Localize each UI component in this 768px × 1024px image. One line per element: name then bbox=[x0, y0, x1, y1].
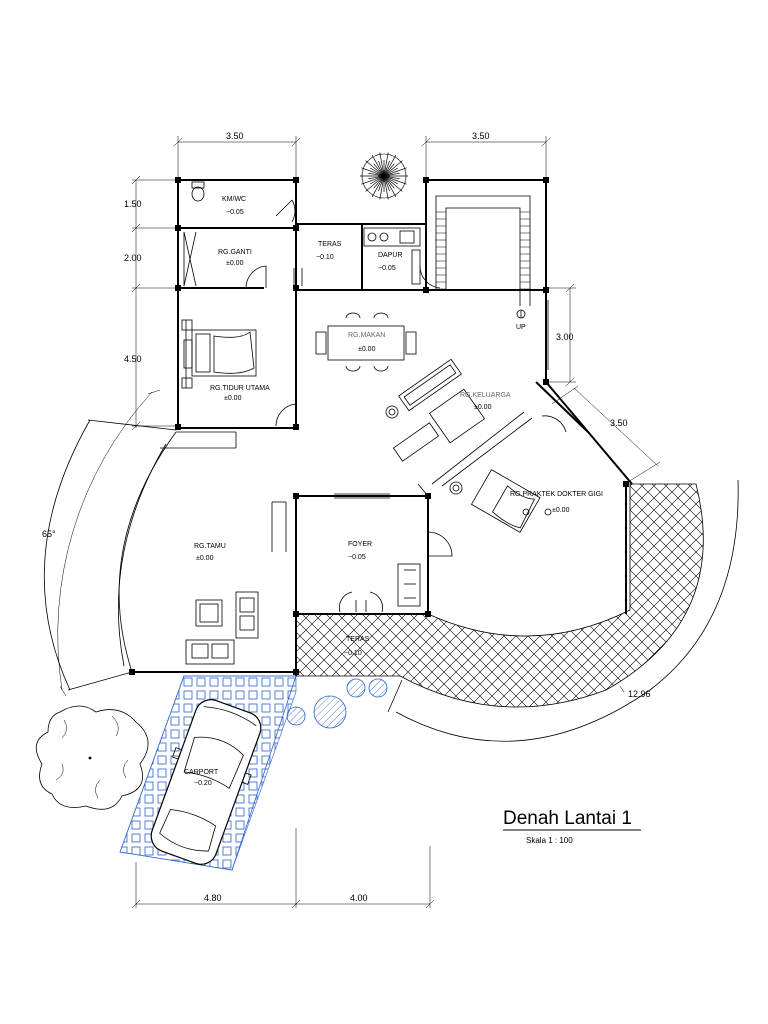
staircase: UP bbox=[435, 195, 531, 331]
dim-right-1: 3.00 bbox=[556, 332, 574, 342]
room-rg-keluarga-name: RG.KELUARGA bbox=[460, 392, 511, 399]
room-carport-level: −0.20 bbox=[194, 780, 212, 787]
dim-top-right: 3.50 bbox=[472, 131, 490, 141]
room-km-wc-name: KM/WC bbox=[222, 196, 246, 203]
room-rg-ganti-level: ±0.00 bbox=[226, 260, 244, 267]
room-rg-keluarga-level: ±0.00 bbox=[474, 404, 492, 411]
dim-bottom-1: 4.80 bbox=[204, 893, 222, 903]
dim-bottom-2: 4.00 bbox=[350, 893, 368, 903]
car-icon bbox=[150, 699, 262, 865]
room-rg-tamu-level: ±0.00 bbox=[196, 555, 214, 562]
room-teras-bottom-name: TERAS bbox=[346, 636, 370, 643]
plan-title: Denah Lantai 1 bbox=[503, 808, 632, 829]
room-rg-tidur-level: ±0.00 bbox=[224, 395, 242, 402]
dim-left-2: 2.00 bbox=[124, 253, 142, 263]
room-rg-tidur-name: RG.TIDUR UTAMA bbox=[210, 385, 270, 392]
dim-left-1: 1.50 bbox=[124, 199, 142, 209]
walls bbox=[132, 179, 633, 676]
room-dapur-name: DAPUR bbox=[378, 252, 403, 259]
room-dapur-level: −0.05 bbox=[378, 265, 396, 272]
dim-angle: 65° bbox=[42, 529, 56, 539]
scale-label: Skala 1 : 100 bbox=[526, 836, 573, 845]
room-labels: KM/WC −0.05 RG.GANTI ±0.00 TERAS −0.10 D… bbox=[184, 196, 603, 787]
bush-icon bbox=[35, 705, 149, 810]
room-rg-praktek-name: RG.PRAKTEK DOKTER GIGI bbox=[510, 491, 603, 498]
windows bbox=[334, 300, 549, 499]
room-teras-top-name: TERAS bbox=[318, 241, 342, 248]
room-foyer-level: −0.05 bbox=[348, 554, 366, 561]
room-foyer-name: FOYER bbox=[348, 541, 372, 548]
dim-right-2: 3.50 bbox=[610, 418, 628, 428]
room-km-wc-level: −0.05 bbox=[226, 209, 244, 216]
room-rg-ganti-name: RG.GANTI bbox=[218, 249, 252, 256]
doors bbox=[245, 199, 567, 613]
dimension-lines: 3.50 3.50 1.50 2.00 4.50 3.00 3.50 bbox=[42, 131, 661, 909]
carport-area bbox=[119, 675, 297, 871]
room-rg-tamu-name: RG.TAMU bbox=[194, 543, 226, 550]
stair-up-label: UP bbox=[516, 324, 526, 331]
furniture bbox=[181, 181, 552, 665]
tree-top-icon bbox=[360, 152, 408, 200]
dim-radius: 12.96 bbox=[628, 689, 651, 699]
terrace-paving: 12.96 bbox=[295, 479, 739, 742]
room-teras-top-level: −0.10 bbox=[316, 254, 334, 261]
room-rg-makan-name: RG.MAKAN bbox=[348, 332, 385, 339]
room-teras-bottom-level: −0.10 bbox=[344, 650, 362, 657]
stepping-stones bbox=[286, 678, 388, 729]
dim-left-3: 4.50 bbox=[124, 354, 142, 364]
curved-wall bbox=[43, 419, 177, 691]
room-rg-makan-level: ±0.00 bbox=[358, 346, 376, 353]
room-carport-name: CARPORT bbox=[184, 769, 219, 776]
room-rg-praktek-level: ±0.00 bbox=[552, 507, 570, 514]
dim-top-left: 3.50 bbox=[226, 131, 244, 141]
drawing-title: Denah Lantai 1 Skala 1 : 100 bbox=[503, 808, 641, 845]
